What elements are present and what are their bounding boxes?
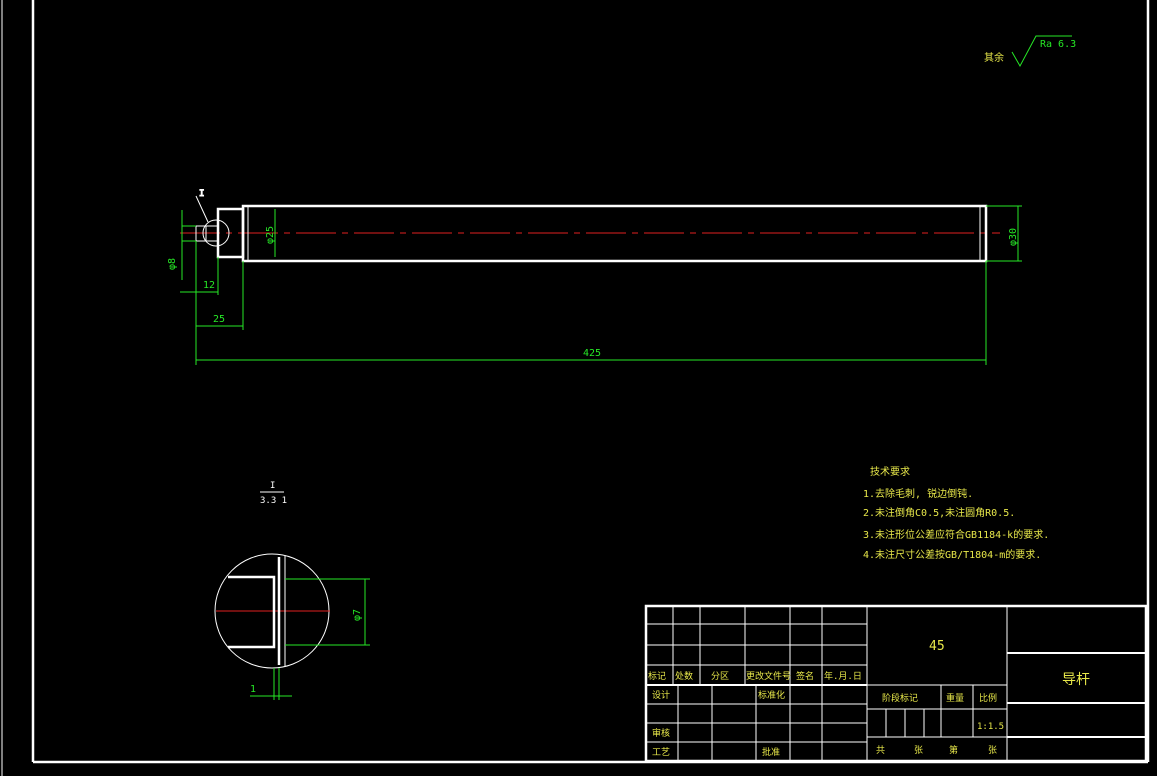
dim-425: 425 — [583, 348, 601, 359]
dim-phi8: φ8 — [167, 258, 178, 270]
detail-letter: I — [199, 189, 204, 199]
tb-process: 工艺 — [652, 747, 670, 758]
tech-item-1: 1.去除毛刺, 锐边倒钝. — [863, 487, 973, 500]
shaft-tip — [195, 225, 219, 242]
roughness-symbol: 其余 Ra 6.3 — [984, 35, 1076, 68]
dim-25: 25 — [213, 314, 225, 325]
tb-number: 第 — [949, 744, 958, 756]
roughness-value: Ra 6.3 — [1040, 39, 1076, 50]
tb-part-name: 导杆 — [1062, 672, 1090, 688]
main-dimensions: φ8 φ25 φ30 12 25 425 — [167, 205, 1022, 365]
shaft-main-view: I — [180, 189, 1000, 263]
detail-circle-marker — [202, 219, 230, 247]
rev-header-count: 处数 — [675, 670, 693, 682]
tb-design: 设计 — [652, 689, 670, 701]
title-block: 标记 处数 分区 更改文件号 签名 年.月.日 设计 标准化 审核 工艺 批准 … — [644, 604, 1148, 763]
dim-groove: 1 — [250, 684, 256, 695]
dim-12: 12 — [203, 280, 215, 291]
rev-header-doc: 更改文件号 — [746, 670, 791, 682]
detail-view: I 3.3 1 φ7 1 — [214, 481, 370, 700]
tb-review: 审核 — [652, 727, 670, 739]
technical-requirements: 技术要求 1.去除毛刺, 锐边倒钝. 2.未注倒角C0.5,未注圆角R0.5. … — [863, 465, 1049, 561]
tech-item-3: 3.未注形位公差应符合GB1184-k的要求. — [863, 528, 1049, 541]
tb-sheet2: 张 — [988, 745, 997, 756]
detail-ref-label: I — [270, 481, 275, 491]
rev-header-mark: 标记 — [648, 670, 666, 682]
tb-stage-mark: 阶段标记 — [882, 692, 918, 704]
detail-ref-scale: 3.3 1 — [260, 496, 287, 506]
tb-weight: 重量 — [946, 692, 964, 704]
rev-header-zone: 分区 — [711, 671, 729, 682]
roughness-prefix: 其余 — [984, 51, 1004, 64]
tb-sheets: 张 — [914, 745, 923, 756]
rev-header-date: 年.月.日 — [824, 670, 862, 682]
tech-item-2: 2.未注倒角C0.5,未注圆角R0.5. — [863, 506, 1015, 519]
tb-material: 45 — [929, 639, 945, 654]
dim-phi25: φ25 — [265, 226, 276, 244]
tb-scale-label: 比例 — [979, 692, 997, 704]
tech-title: 技术要求 — [870, 465, 910, 478]
tb-approve: 批准 — [762, 746, 780, 758]
rev-header-sign: 签名 — [796, 670, 814, 682]
tb-standardize: 标准化 — [758, 689, 785, 701]
dim-phi7: φ7 — [352, 609, 363, 621]
tb-scale-value: 1:1.5 — [977, 722, 1004, 732]
dim-phi30: φ30 — [1008, 228, 1019, 246]
tech-item-4: 4.未注尺寸公差按GB/T1804-m的要求. — [863, 548, 1041, 561]
tb-total: 共 — [876, 745, 885, 756]
